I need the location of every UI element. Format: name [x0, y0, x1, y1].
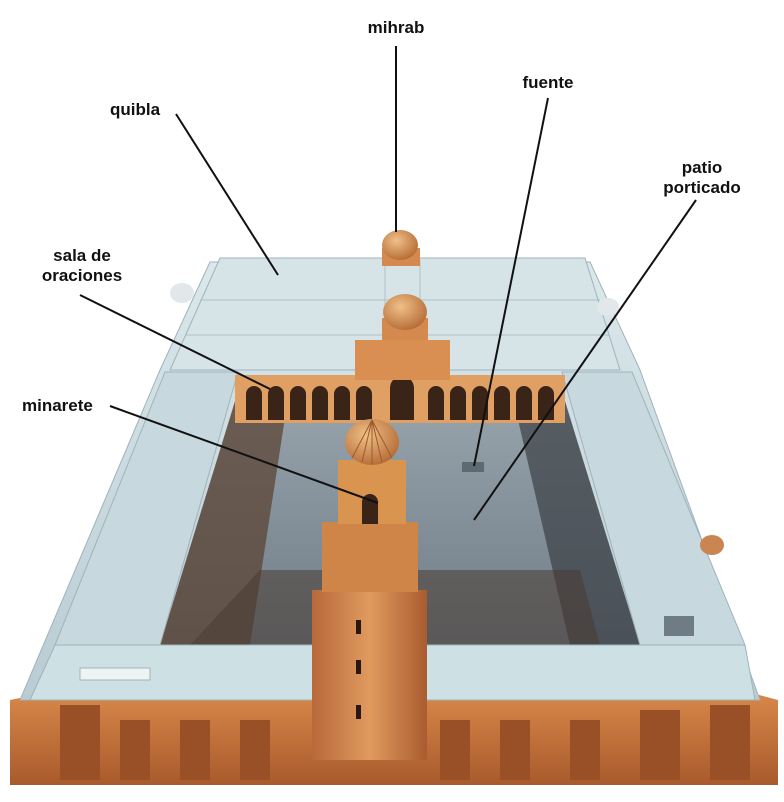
- minarete-leader: [109, 405, 379, 504]
- quibla-leader: [175, 113, 279, 276]
- mihrab-dome: [382, 230, 418, 260]
- roof-vent-front: [79, 667, 151, 681]
- leader-lines: [79, 46, 697, 521]
- minaret-second-stage: [322, 522, 418, 592]
- label-sala-de-oraciones: sala de oraciones: [28, 246, 136, 286]
- patio-leader: [473, 199, 697, 521]
- nave-entrance: [355, 340, 450, 380]
- label-minarete: minarete: [22, 396, 93, 415]
- fuente-leader: [473, 97, 549, 467]
- minaret-windows: [356, 620, 361, 719]
- fountain: [462, 462, 484, 472]
- label-mihrab: mihrab: [367, 18, 425, 37]
- label-sala-line-1: sala de: [53, 246, 111, 265]
- wall-buttresses: [60, 705, 750, 780]
- label-fuente: fuente: [522, 73, 574, 92]
- sala-leader: [79, 294, 271, 390]
- label-sala-line-2: oraciones: [41, 266, 123, 285]
- label-patio-line-1: patio: [681, 158, 723, 177]
- label-patio-porticado: patio porticado: [652, 158, 752, 198]
- label-patio-line-2: porticado: [663, 178, 741, 197]
- minaret-dome-ribs: [351, 419, 393, 464]
- courtyard-shadow-right: [510, 385, 640, 645]
- arcade-arches: [246, 376, 554, 420]
- corner-dome-ne: [597, 298, 619, 316]
- label-quibla: quibla: [110, 100, 161, 119]
- minaret-base: [312, 590, 427, 760]
- corner-dome-e: [700, 535, 724, 555]
- corner-dome-nw: [170, 283, 194, 303]
- nave-dome: [383, 294, 427, 330]
- roof-vent-east: [664, 616, 694, 636]
